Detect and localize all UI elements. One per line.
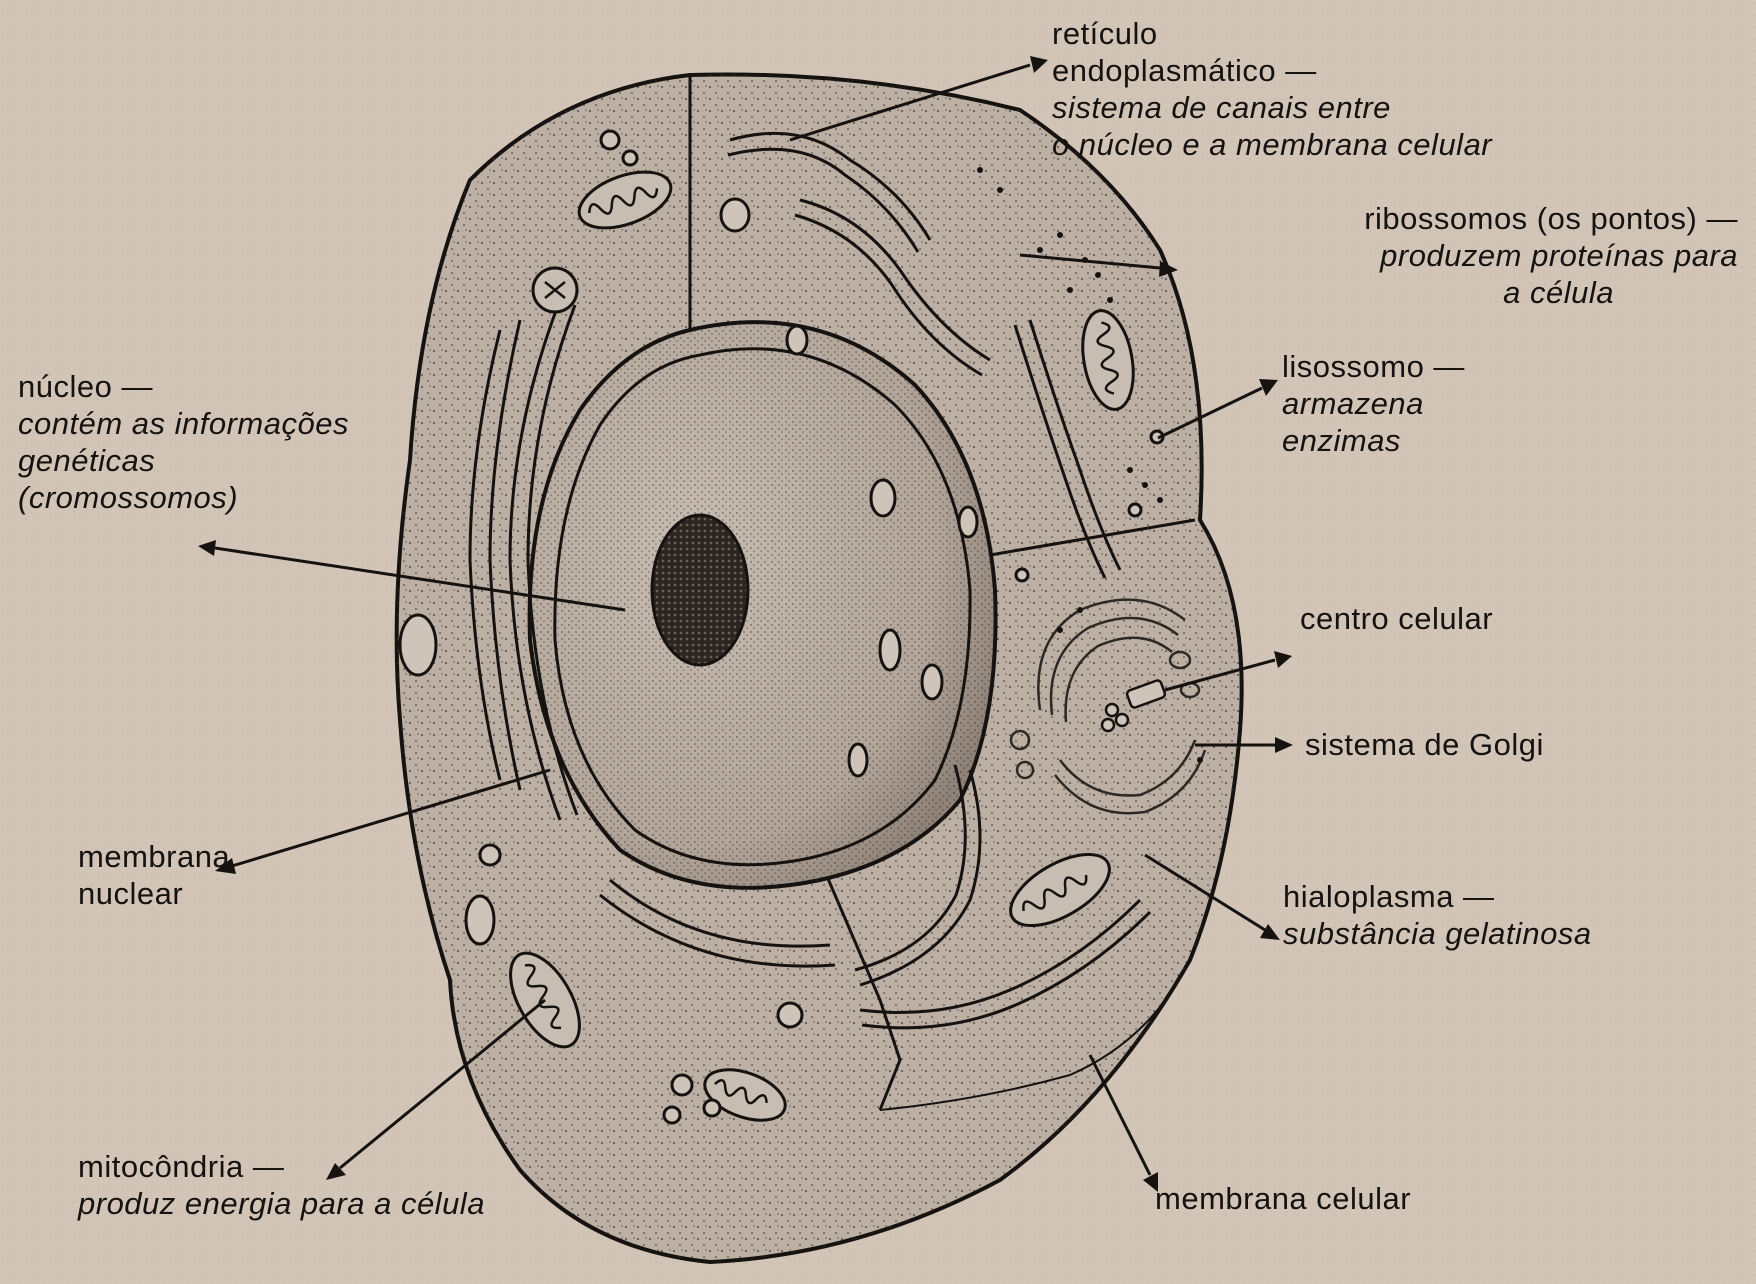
membrana-nuclear-title: membrana <box>78 838 230 875</box>
ribossomos-desc-2: a célula <box>1364 274 1738 311</box>
label-membrana-celular: membrana celular <box>1155 1180 1411 1217</box>
golgi-title: sistema de Golgi <box>1305 726 1544 763</box>
reticulo-title: retículo <box>1052 15 1492 52</box>
label-mitocondria: mitocôndria — produz energia para a célu… <box>78 1148 485 1222</box>
label-centro-celular: centro celular <box>1300 600 1493 637</box>
label-reticulo-endoplasmatico: retículo endoplasmático — sistema de can… <box>1052 15 1492 163</box>
centro-title: centro celular <box>1300 600 1493 637</box>
reticulo-title-2: endoplasmático — <box>1052 52 1492 89</box>
label-nucleo: núcleo — contém as informações genéticas… <box>18 368 349 516</box>
label-ribossomos: ribossomos (os pontos) — produzem proteí… <box>1364 200 1738 311</box>
hialoplasma-desc-1: substância gelatinosa <box>1283 915 1592 952</box>
hialoplasma-title: hialoplasma — <box>1283 878 1592 915</box>
mitocondria-desc-1: produz energia para a célula <box>78 1185 485 1222</box>
nucleo-title: núcleo — <box>18 368 349 405</box>
label-hialoplasma: hialoplasma — substância gelatinosa <box>1283 878 1592 952</box>
label-membrana-nuclear: membrana nuclear <box>78 838 230 912</box>
ribossomos-title: ribossomos (os pontos) — <box>1364 200 1738 237</box>
nucleolus <box>652 515 748 665</box>
lisossomo-desc-1: armazena <box>1282 385 1465 422</box>
nucleo-desc-1: contém as informações <box>18 405 349 442</box>
membrana-celular-title: membrana celular <box>1155 1180 1411 1217</box>
label-sistema-golgi: sistema de Golgi <box>1305 726 1544 763</box>
lisossomo-desc-2: enzimas <box>1282 422 1465 459</box>
reticulo-desc-1: sistema de canais entre <box>1052 89 1492 126</box>
nucleo-desc-3: (cromossomos) <box>18 479 349 516</box>
membrana-nuclear-title-2: nuclear <box>78 875 230 912</box>
label-lisossomo: lisossomo — armazena enzimas <box>1282 348 1465 459</box>
ribossomos-desc-1: produzem proteínas para <box>1364 237 1738 274</box>
mitochondrion-6 <box>533 268 577 312</box>
nucleo-desc-2: genéticas <box>18 442 349 479</box>
mitocondria-title: mitocôndria — <box>78 1148 485 1185</box>
lisossomo-title: lisossomo — <box>1282 348 1465 385</box>
reticulo-desc-2: o núcleo e a membrana celular <box>1052 126 1492 163</box>
